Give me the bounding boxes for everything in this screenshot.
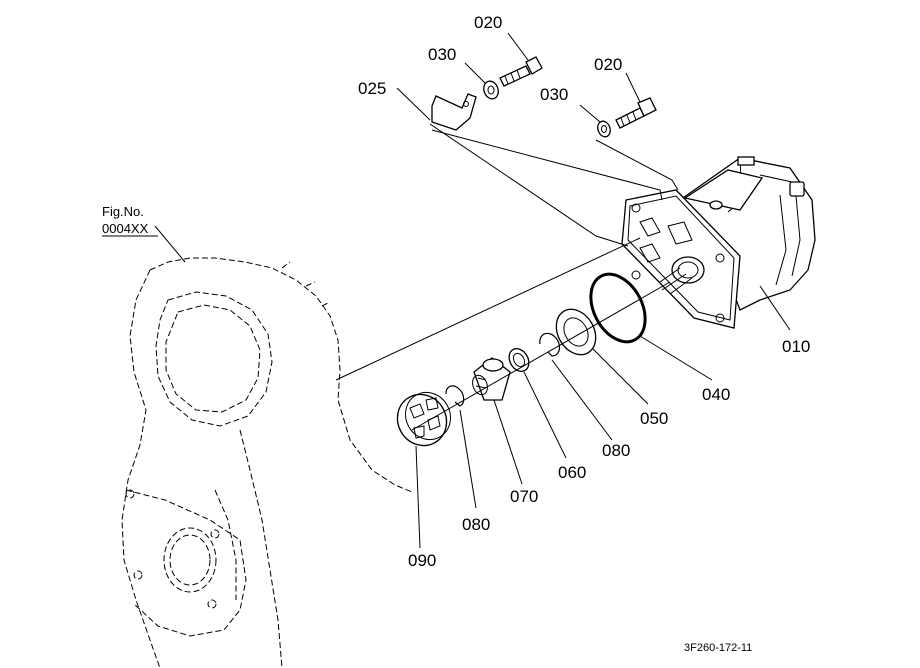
part-label-050: 050 (640, 409, 668, 428)
coupling-gear-090 (396, 391, 452, 447)
part-label-090: 090 (408, 551, 436, 570)
leader-lines (102, 32, 791, 549)
drawing-code: 3F260-172-11 (684, 642, 752, 654)
washer-030-upper (483, 80, 499, 100)
washer-060 (508, 348, 530, 372)
washer-030-lower (597, 120, 611, 138)
part-label-080-lower: 080 (462, 515, 490, 534)
o-ring-040 (589, 272, 647, 344)
part-label-040: 040 (702, 385, 730, 404)
part-label-030-upper: 030 (428, 45, 456, 64)
part-label-025: 025 (358, 79, 386, 98)
part-label-060: 060 (558, 463, 586, 482)
bracket-025 (431, 93, 477, 131)
seal-ring-050 (555, 308, 597, 356)
fig-no-value: 0004XX (102, 221, 149, 236)
snap-ring-080-lower (445, 385, 465, 407)
part-label-070: 070 (510, 487, 538, 506)
part-label-020-upper: 020 (474, 13, 502, 32)
transmission-housing (121, 257, 413, 668)
bolt-020-upper (499, 56, 543, 87)
part-label-080-upper: 080 (602, 441, 630, 460)
fig-no-title: Fig.No. (102, 204, 144, 219)
snap-ring-080-upper (539, 332, 561, 357)
part-label-010: 010 (782, 337, 810, 356)
part-label-020-lower: 020 (594, 55, 622, 74)
hydraulic-pump-010 (621, 156, 816, 329)
bolt-020-lower (615, 97, 657, 129)
part-label-030-lower: 030 (540, 85, 568, 104)
